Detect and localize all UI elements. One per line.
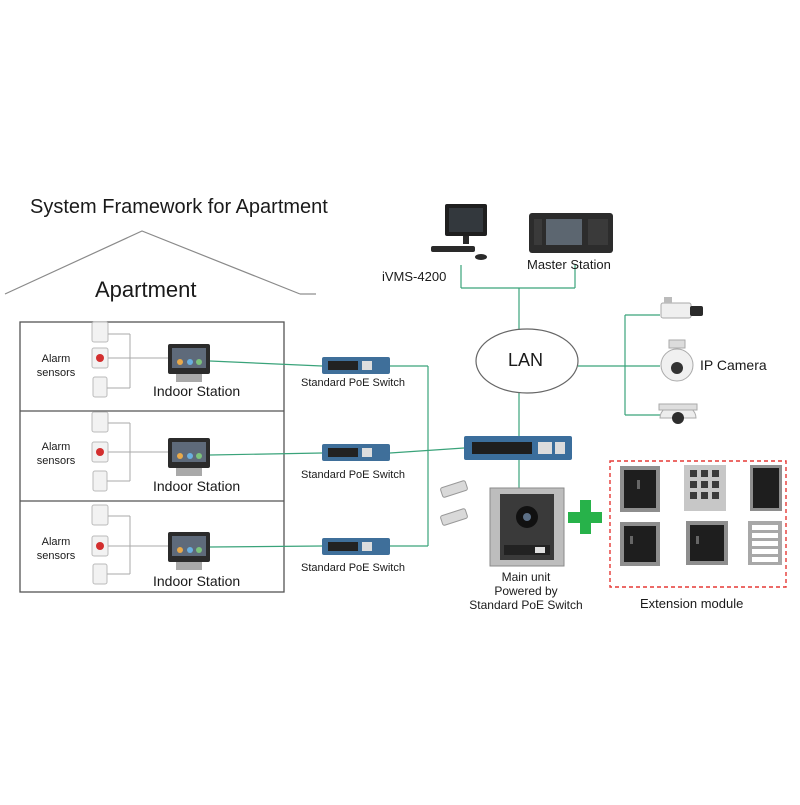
floor-2-devices (91, 411, 210, 492)
main-unit-switch: Standard PoE Switch (469, 598, 583, 612)
ext-module-6 (748, 521, 782, 565)
ext-module-1 (620, 466, 660, 512)
speed-dome-camera-icon (660, 339, 694, 382)
alarm-sensors-label: Alarm sensors (36, 536, 76, 562)
core-poe-switch (464, 436, 572, 460)
indoor-station-label: Indoor Station (153, 478, 241, 494)
lan-cloud (475, 328, 579, 394)
plus-icon (568, 500, 602, 534)
alarm-sensors-label: Alarm sensors (36, 353, 76, 379)
master-station-icon (529, 213, 613, 253)
ext-module-5 (686, 521, 728, 565)
lan-label: LAN (508, 350, 544, 370)
poe-switch-1 (322, 357, 390, 374)
poe-switch-label: Standard PoE Switch (301, 377, 405, 389)
poe-switch-3 (322, 538, 390, 555)
ext-module-4 (620, 522, 660, 566)
main-unit-label: Main unit Powered by Standard PoE Switch (461, 570, 591, 612)
dome-camera-icon (658, 403, 698, 424)
ext-module-3 (750, 465, 782, 511)
house-body (19, 321, 285, 593)
ext-module-2 (684, 465, 726, 511)
extension-module-label: Extension module (640, 596, 744, 611)
alarm-sensor-icon (91, 411, 109, 433)
alarm-sensor-icon (91, 504, 109, 526)
poe-switch-label: Standard PoE Switch (301, 562, 405, 574)
alarm-sensor-icon (91, 321, 109, 343)
door-sensor-icon (92, 563, 108, 585)
house-label: Apartment (95, 277, 197, 302)
indoor-station-label: Indoor Station (153, 383, 241, 399)
door-sensor-icon (92, 470, 108, 492)
door-sensor-icon (92, 376, 108, 398)
main-unit-icon (489, 487, 565, 567)
network-links (209, 265, 660, 548)
floor-3-devices (91, 504, 210, 585)
box-camera-icon (660, 297, 703, 319)
floor-1-devices (91, 321, 210, 398)
alarm-sensors-label: Alarm sensors (36, 441, 76, 467)
diagram-title: System Framework for Apartment (30, 196, 328, 218)
main-unit-power: Powered by (494, 584, 558, 598)
lock-icon (440, 480, 468, 526)
indoor-station-label: Indoor Station (153, 573, 241, 589)
house-roof (4, 230, 301, 295)
ivms-label: iVMS-4200 (382, 269, 447, 284)
poe-switch-2 (322, 444, 390, 461)
main-unit-title: Main unit (501, 570, 551, 584)
poe-switch-label: Standard PoE Switch (301, 469, 405, 481)
master-station-label: Master Station (527, 257, 611, 272)
pc-icon (431, 204, 487, 260)
ip-camera-label: IP Camera (700, 357, 767, 373)
